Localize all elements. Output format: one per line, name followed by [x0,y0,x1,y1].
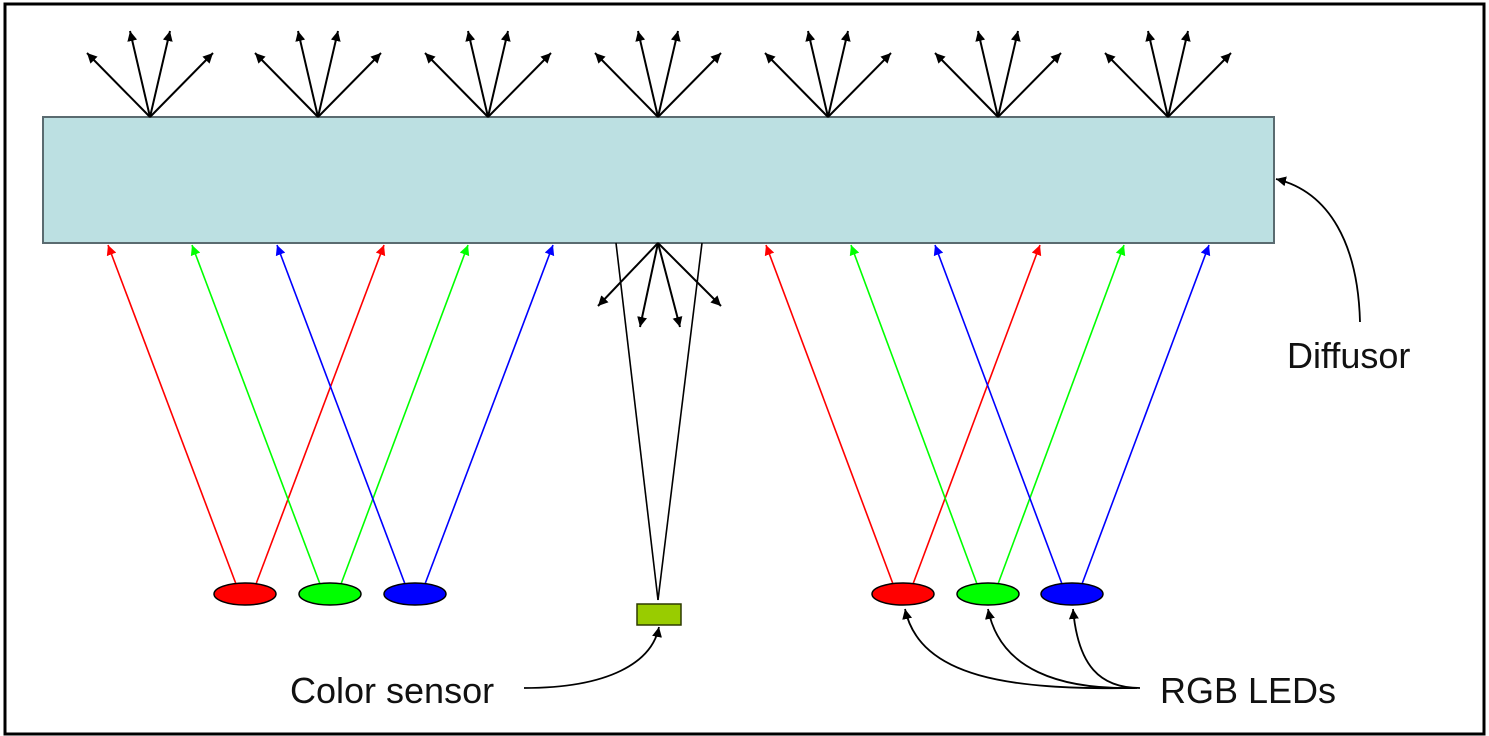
rgb-leds-label: RGB LEDs [1160,670,1336,711]
top-emission-burst-6 [934,30,1062,118]
left-green-ray-a [190,244,321,585]
top-emission-burst-7 [1104,30,1232,118]
left-red-ray-b [255,244,386,585]
rgb-led-callout-curve-green [985,608,1138,690]
led-right-blue [1040,582,1104,606]
left-red-ray-a [106,244,237,585]
top-emission-burst-5 [764,30,892,118]
diffusor-callout-curve [1275,176,1361,323]
diffusor-plate [42,116,1275,244]
rgb-led-callout-curve-blue [1068,608,1141,689]
left-blue-ray-b [424,244,555,585]
top-emission-burst-4 [594,30,722,118]
right-red-ray-b [912,244,1042,585]
led-right-green [956,582,1020,606]
sensor-view-cone [615,242,703,601]
left-blue-ray-a [275,244,406,585]
led-right-red [871,582,935,606]
led-left-blue [383,582,447,606]
led-left-red [213,582,277,606]
bottom-emission-burst [597,242,722,328]
outer-frame [3,2,1486,736]
right-blue-ray-b [1081,244,1211,585]
right-led-rays [764,244,1211,585]
led-left-green [298,582,362,606]
rgb-led-callout-curve-red [902,608,1136,690]
top-emission-burst-3 [424,30,552,118]
right-green-ray-a [849,244,978,585]
color-sensor [636,603,682,626]
left-led-rays [106,244,555,585]
top-emission-burst-2 [254,30,382,118]
right-blue-ray-a [933,244,1063,585]
diffusor-label: Diffusor [1287,335,1410,376]
color-sensor-callout-curve [523,626,662,689]
right-green-ray-b [997,244,1126,585]
color-sensor-label: Color sensor [290,670,494,711]
right-red-ray-a [764,244,894,585]
left-green-ray-b [340,244,470,585]
top-emission-burst-1 [86,30,214,118]
